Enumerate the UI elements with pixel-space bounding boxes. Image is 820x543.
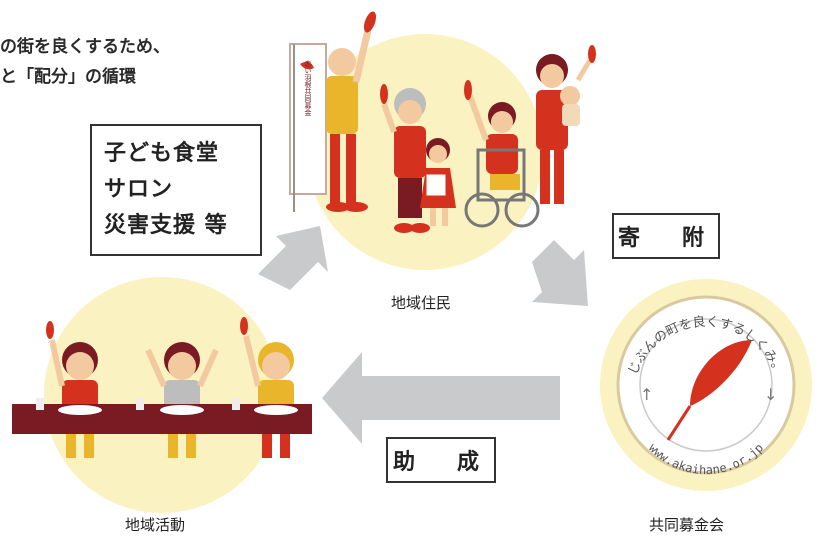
red-feather-icon [666, 340, 752, 441]
cup [36, 398, 44, 410]
residents-label: 地域住民 [391, 294, 452, 312]
cup [232, 398, 240, 410]
activity-item: 災害支援 等 [104, 213, 228, 238]
activities-circle [44, 277, 280, 513]
mother-with-baby-figure [536, 45, 596, 204]
red-feather-poster [289, 43, 327, 212]
cup [136, 398, 144, 410]
grant-label-box: 助 成 [386, 437, 496, 483]
heading-line-2: と「配分」の循環 [0, 67, 136, 87]
plate [160, 405, 204, 415]
child-figure [240, 317, 294, 458]
donation-label-box: 寄 附 [612, 213, 720, 259]
community-chest-label: 共同募金会 [649, 516, 725, 534]
down-arrow-icon: ↓ [764, 385, 777, 404]
heading-line-1: の街を良くするため、 [0, 37, 170, 57]
arrow-chest-to-activities [322, 352, 560, 444]
girl-figure [420, 138, 456, 226]
plate [254, 405, 298, 415]
activity-item: サロン [104, 177, 174, 202]
activities-illustration [12, 317, 312, 458]
red-feather-emblem: ↑ ↓ [616, 295, 796, 475]
activities-list-box: 子ども食堂 サロン 災害支援 等 [90, 124, 262, 256]
up-arrow-icon: ↑ [640, 385, 653, 404]
arrow-activities-to-residents [258, 226, 328, 290]
residents-illustration [289, 11, 596, 233]
activity-item: 子ども食堂 [104, 141, 220, 166]
grandfather-figure [326, 11, 377, 212]
activities-label: 地域活動 [125, 516, 186, 534]
arrow-residents-to-chest [532, 240, 588, 306]
child-figure [145, 342, 219, 458]
cycle-heading: の街を良くするため、 と「配分」の循環 [0, 32, 170, 92]
wheelchair-person-figure [464, 80, 540, 228]
child-figure [46, 321, 98, 458]
grandmother-figure [380, 84, 430, 233]
plate [58, 405, 102, 415]
